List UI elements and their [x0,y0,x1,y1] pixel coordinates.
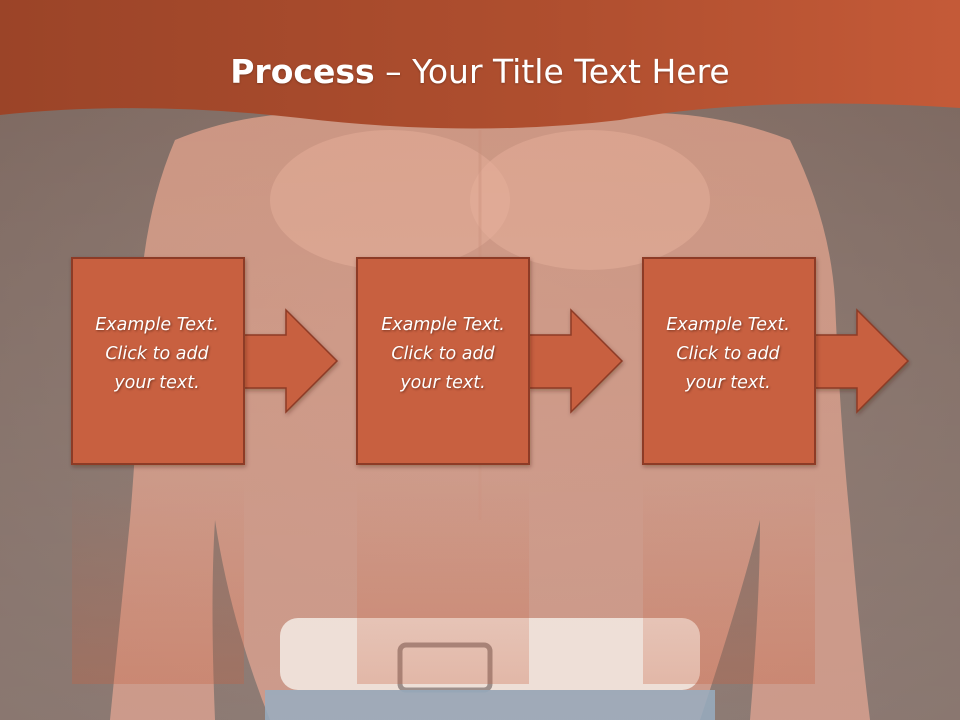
process-step-1[interactable] [71,257,339,684]
title-rest: – Your Title Text Here [374,52,730,91]
step-3-line-1: Example Text. [666,315,790,335]
step-2-box [356,257,530,465]
step-1-line-3: your text. [114,373,200,393]
step-3-arrow [814,308,910,414]
step-3-box [642,257,816,465]
step-1-box [71,257,245,465]
step-2-line-3: your text. [400,373,486,393]
slide-title[interactable]: Process – Your Title Text Here [0,52,960,91]
step-2-text[interactable]: Example Text. Click to add your text. [356,311,530,398]
step-1-text[interactable]: Example Text. Click to add your text. [70,311,244,398]
process-step-3[interactable] [642,257,910,684]
header-bar [0,0,960,129]
step-2-line-2: Click to add [391,344,495,364]
step-1-arrow [243,308,339,414]
step-1-line-1: Example Text. [95,315,219,335]
step-3-line-2: Click to add [676,344,780,364]
step-3-text[interactable]: Example Text. Click to add your text. [641,311,815,398]
step-1-line-2: Click to add [105,344,209,364]
step-3-line-3: your text. [685,373,771,393]
step-2-arrow [528,308,624,414]
process-step-2[interactable] [356,257,624,684]
step-2-line-1: Example Text. [381,315,505,335]
title-bold: Process [230,52,375,91]
